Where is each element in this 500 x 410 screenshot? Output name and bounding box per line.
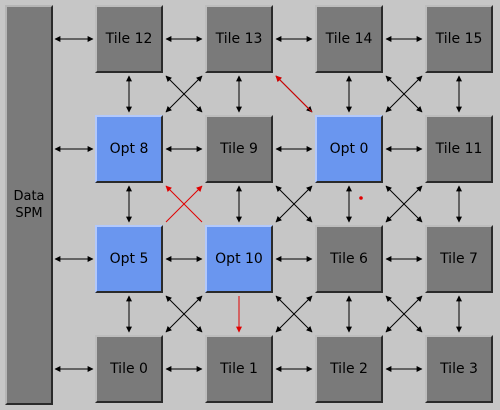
tile-label: Opt 8 bbox=[109, 141, 149, 157]
tile-tile-1: Tile 1 bbox=[205, 335, 273, 403]
tile-label: Tile 11 bbox=[435, 141, 483, 157]
diagonal-link-arrow bbox=[165, 75, 203, 113]
diagonal-link-arrow bbox=[385, 295, 423, 333]
opt-tile-opt-0: Opt 0 bbox=[315, 115, 383, 183]
tile-tile-6: Tile 6 bbox=[315, 225, 383, 293]
tile-tile-15: Tile 15 bbox=[425, 5, 493, 73]
data-spm-label-line2: SPM bbox=[15, 206, 43, 221]
active-link-arrow bbox=[165, 185, 203, 223]
tile-tile-3: Tile 3 bbox=[425, 335, 493, 403]
tile-label: Opt 5 bbox=[109, 251, 149, 267]
tile-label: Opt 10 bbox=[215, 251, 263, 267]
data-spm-label: Data SPM bbox=[13, 188, 44, 222]
tile-label: Opt 0 bbox=[329, 141, 369, 157]
opt-tile-opt-5: Opt 5 bbox=[95, 225, 163, 293]
diagonal-link-arrow bbox=[385, 185, 423, 223]
active-packet-dot bbox=[359, 196, 363, 200]
data-spm: Data SPM bbox=[5, 5, 53, 405]
tile-tile-11: Tile 11 bbox=[425, 115, 493, 183]
diagonal-link-arrow bbox=[165, 295, 203, 333]
tile-tile-2: Tile 2 bbox=[315, 335, 383, 403]
tile-tile-0: Tile 0 bbox=[95, 335, 163, 403]
tile-label: Tile 13 bbox=[215, 31, 263, 47]
tile-tile-14: Tile 14 bbox=[315, 5, 383, 73]
tile-label: Tile 3 bbox=[440, 361, 478, 377]
tile-label: Tile 12 bbox=[105, 31, 153, 47]
opt-tile-opt-8: Opt 8 bbox=[95, 115, 163, 183]
tile-label: Tile 7 bbox=[440, 251, 478, 267]
tile-tile-9: Tile 9 bbox=[205, 115, 273, 183]
tile-tile-7: Tile 7 bbox=[425, 225, 493, 293]
tile-label: Tile 1 bbox=[220, 361, 258, 377]
tile-tile-13: Tile 13 bbox=[205, 5, 273, 73]
diagonal-link-arrow bbox=[385, 75, 423, 113]
tile-label: Tile 9 bbox=[220, 141, 258, 157]
tile-label: Tile 15 bbox=[435, 31, 483, 47]
tile-label: Tile 14 bbox=[325, 31, 373, 47]
tile-label: Tile 0 bbox=[110, 361, 148, 377]
data-spm-label-line1: Data bbox=[13, 189, 45, 204]
diagonal-link-arrow bbox=[275, 295, 313, 333]
diagonal-link-arrow bbox=[275, 185, 313, 223]
tile-label: Tile 6 bbox=[330, 251, 368, 267]
tile-tile-12: Tile 12 bbox=[95, 5, 163, 73]
opt-tile-opt-10: Opt 10 bbox=[205, 225, 273, 293]
active-link-arrow bbox=[275, 75, 313, 113]
tile-label: Tile 2 bbox=[330, 361, 368, 377]
